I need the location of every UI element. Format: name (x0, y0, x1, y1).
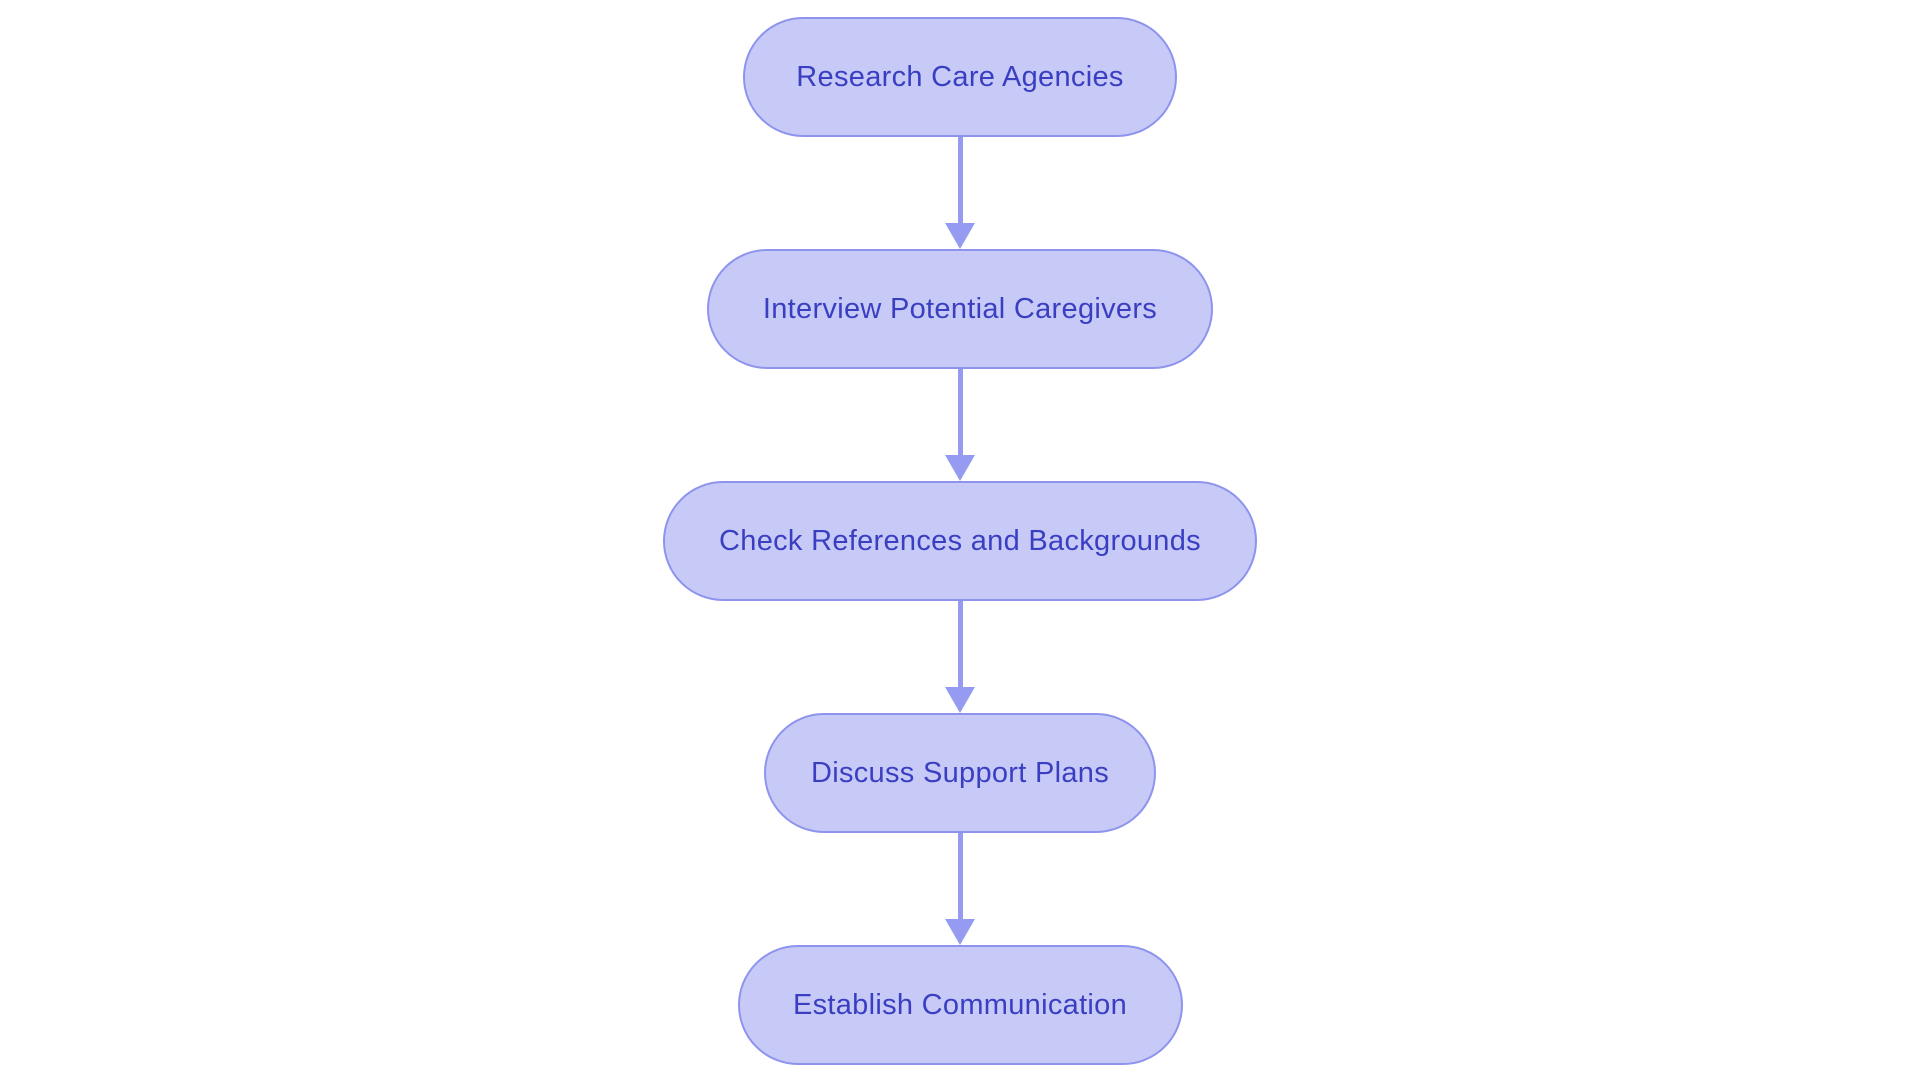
arrow-down-icon (945, 223, 975, 249)
flow-node-label: Research Care Agencies (796, 60, 1124, 93)
arrow-shaft (957, 369, 963, 455)
arrow-shaft (957, 601, 963, 687)
flow-node-label: Discuss Support Plans (810, 756, 1110, 789)
flow-arrow-2 (945, 369, 975, 481)
flow-node-discuss-support-plans: Discuss Support Plans (764, 713, 1156, 833)
arrow-down-icon (945, 455, 975, 481)
arrow-down-icon (945, 919, 975, 945)
arrow-shaft (957, 137, 963, 223)
flow-node-label: Establish Communication (792, 988, 1128, 1021)
flow-arrow-4 (945, 833, 975, 945)
arrow-down-icon (945, 687, 975, 713)
flow-node-check-references-and-backgrounds: Check References and Backgrounds (663, 481, 1257, 601)
flow-node-interview-potential-caregivers: Interview Potential Caregivers (707, 249, 1213, 369)
arrow-shaft (957, 833, 963, 919)
flow-node-research-care-agencies: Research Care Agencies (743, 17, 1177, 137)
flow-arrow-3 (945, 601, 975, 713)
flow-node-label: Interview Potential Caregivers (762, 292, 1158, 325)
flow-arrow-1 (945, 137, 975, 249)
flow-node-establish-communication: Establish Communication (737, 945, 1183, 1065)
flow-node-label: Check References and Backgrounds (719, 524, 1201, 557)
